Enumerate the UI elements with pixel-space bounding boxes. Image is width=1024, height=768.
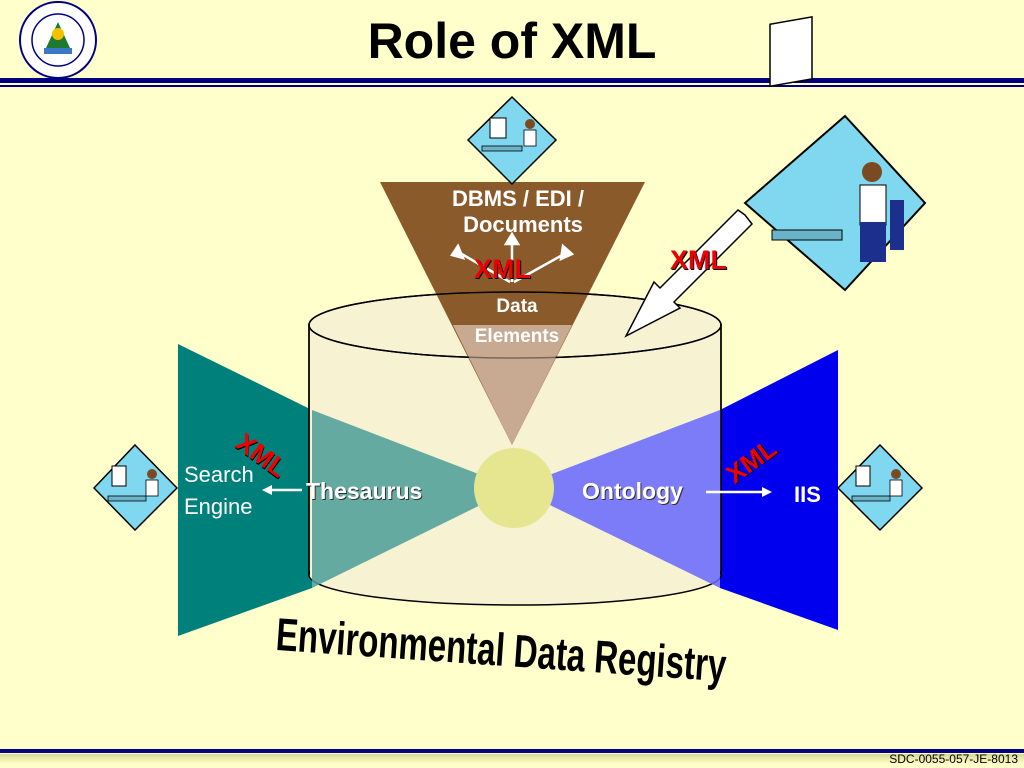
search-engine-panel xyxy=(178,344,312,636)
iis-arrow xyxy=(706,487,772,497)
operator-icon-large xyxy=(743,15,927,292)
ontology-wedge xyxy=(515,410,720,588)
iis-panel xyxy=(720,350,838,630)
dbms-label-line1: DBMS / EDI / xyxy=(451,186,584,211)
xml-input-arrow xyxy=(624,209,753,338)
dbms-funnel xyxy=(380,182,645,445)
search-engine-line2: Engine xyxy=(184,494,253,519)
xml-label-funnel: XML xyxy=(474,254,531,284)
header-rule xyxy=(0,78,1024,83)
xml-label-input: XML xyxy=(670,245,727,275)
footer-band xyxy=(0,754,1024,764)
search-engine-arrow xyxy=(262,485,302,495)
operator-icon-right xyxy=(836,443,924,532)
funnel-arrows xyxy=(449,231,575,284)
dbms-label-line2: Documents xyxy=(463,212,583,237)
center-node xyxy=(474,448,554,528)
epa-logo xyxy=(19,1,97,79)
operator-icon-left xyxy=(92,443,179,532)
thesaurus-label: Thesaurus xyxy=(306,478,423,504)
data-elements-line2: Elements xyxy=(474,326,560,347)
iis-label: IIS xyxy=(794,482,821,507)
data-elements-line1: Data xyxy=(496,296,538,317)
footer-code: SDC-0055-057-JE-8013 xyxy=(889,752,1018,766)
operator-icon-top xyxy=(466,95,558,186)
thesaurus-wedge xyxy=(312,410,515,588)
slide-title: Role of XML xyxy=(367,13,657,69)
header-rule-thin xyxy=(0,85,1024,87)
ontology-label: Ontology xyxy=(582,478,683,504)
footer-rule xyxy=(0,749,1024,753)
search-engine-line1: Search xyxy=(184,462,254,487)
